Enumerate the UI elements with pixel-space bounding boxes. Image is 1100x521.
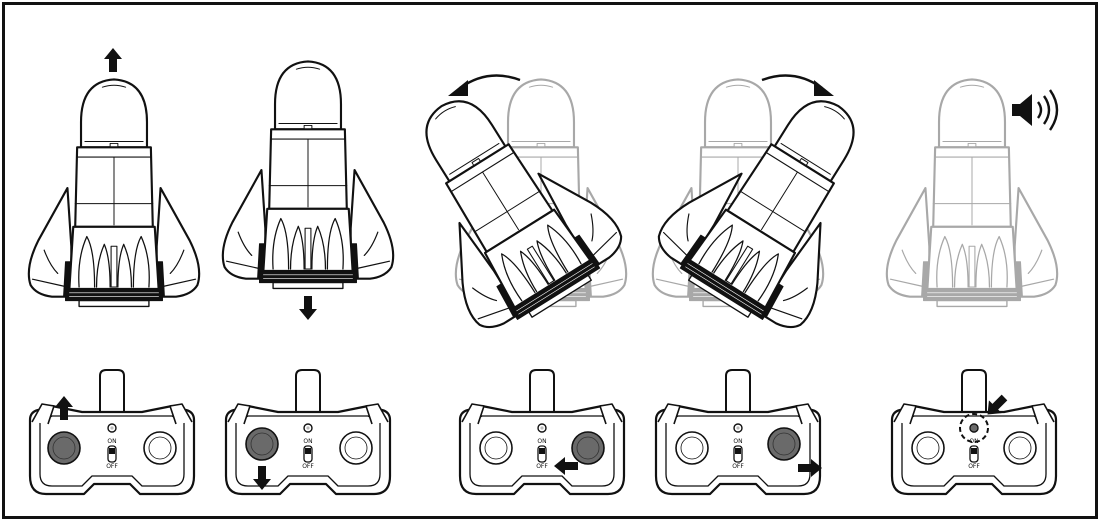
- curved-arrow-right-icon: [761, 74, 834, 96]
- switch-off-label: OFF: [536, 463, 548, 470]
- sound-button-highlight: [959, 413, 989, 443]
- switch-off-label: OFF: [302, 463, 314, 470]
- rocket-ascending: [29, 79, 199, 306]
- step-up: ON OFF: [28, 48, 199, 496]
- curved-arrow-left-icon: [448, 74, 521, 96]
- step-sound: ON OFF: [885, 78, 1059, 496]
- switch-on-label: ON: [969, 438, 978, 445]
- switch-on-label: ON: [303, 438, 312, 445]
- switch-on-label: ON: [537, 438, 546, 445]
- rocket-descending: [223, 61, 393, 288]
- controller-sound: ON OFF: [890, 368, 1058, 496]
- controller-down: ON OFF: [224, 368, 392, 496]
- controller-up: ON OFF: [28, 368, 196, 496]
- step-down: ON OFF: [223, 61, 393, 496]
- switch-on-label: ON: [733, 438, 742, 445]
- speaker-icon: [1012, 89, 1059, 131]
- controller-rotate-right: ON OFF: [654, 368, 822, 496]
- arrow-down-icon: [299, 296, 317, 320]
- switch-on-label: ON: [107, 438, 116, 445]
- controller-rotate-left: ON OFF: [458, 368, 626, 496]
- switch-off-label: OFF: [732, 463, 744, 470]
- switch-off-label: OFF: [106, 463, 118, 470]
- step-rotate-left: ON OFF: [369, 61, 634, 496]
- switch-off-label: OFF: [968, 463, 980, 470]
- step-rotate-right: ON OFF: [646, 61, 911, 496]
- sound-button: [969, 423, 979, 433]
- arrow-up-icon: [104, 48, 122, 72]
